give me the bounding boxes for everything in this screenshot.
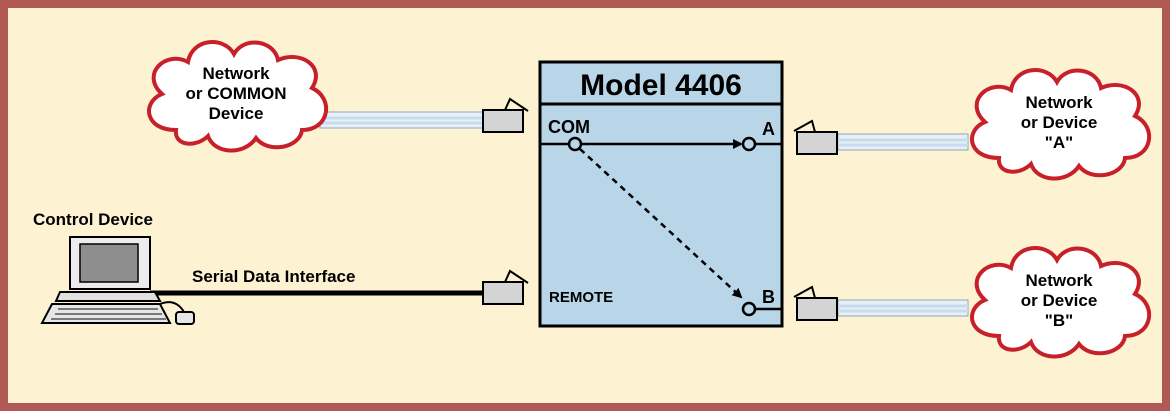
cable-b <box>837 299 969 317</box>
cloud-common-line2: or COMMON <box>185 84 286 103</box>
switch-box: Model 4406 COM A B REMOTE <box>538 60 784 328</box>
model-title: Model 4406 <box>580 69 742 102</box>
serial-interface-label: Serial Data Interface <box>192 267 355 286</box>
control-device-label: Control Device <box>33 210 153 229</box>
remote-label: REMOTE <box>549 289 613 306</box>
computer-icon <box>40 236 195 325</box>
b-terminal <box>741 301 757 317</box>
cloud-b-line2: or Device <box>1021 291 1098 310</box>
com-terminal <box>567 136 583 152</box>
connector-a <box>793 119 838 155</box>
port-com-label: COM <box>548 117 590 137</box>
cloud-common-line1: Network <box>202 64 270 83</box>
a-terminal <box>741 136 757 152</box>
cloud-common-icon: Network or COMMON Device <box>147 40 329 153</box>
path-com-to-b <box>579 148 743 299</box>
cloud-b-icon: Network or Device "B" <box>970 246 1152 359</box>
connector-b <box>793 285 838 321</box>
connector-common <box>482 97 529 133</box>
connector-remote <box>482 269 529 305</box>
port-a-label: A <box>762 119 775 139</box>
cloud-common-line3: Device <box>209 104 264 123</box>
cloud-b-line1: Network <box>1025 271 1093 290</box>
cloud-a-line3: "A" <box>1045 133 1073 152</box>
cloud-a-icon: Network or Device "A" <box>970 68 1152 181</box>
port-b-label: B <box>762 287 775 307</box>
cloud-b-line3: "B" <box>1045 311 1073 330</box>
cable-a <box>837 133 969 151</box>
cloud-a-line2: or Device <box>1021 113 1098 132</box>
cable-common <box>319 111 486 129</box>
cloud-a-line1: Network <box>1025 93 1093 112</box>
